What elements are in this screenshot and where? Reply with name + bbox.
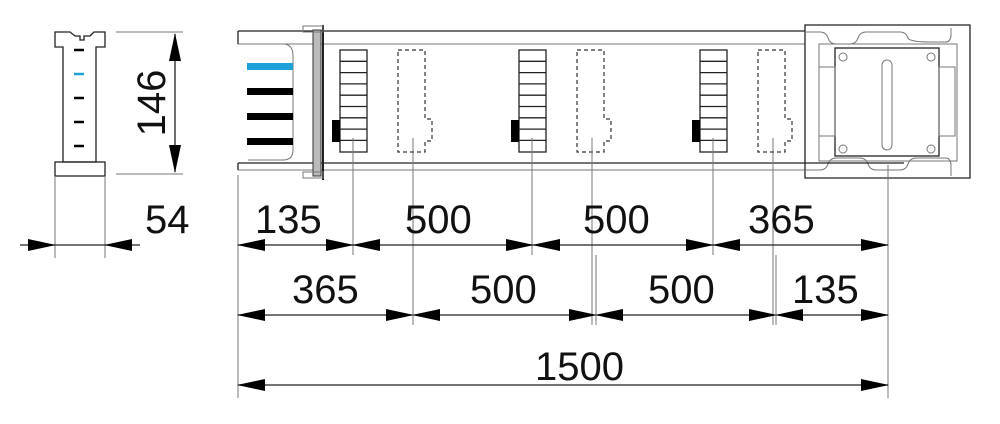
dim-row2-3: 500	[648, 268, 715, 312]
phase-bar	[247, 113, 293, 120]
dim-row2-2: 500	[470, 268, 537, 312]
outlet-position-dashed	[397, 49, 433, 153]
feed-box	[804, 24, 971, 179]
dim-row2-4: 135	[792, 268, 859, 312]
dim-row1-2: 500	[405, 198, 472, 242]
dim-row1-1: 135	[255, 198, 322, 242]
outlet-tab	[511, 120, 519, 142]
dim-row2-1: 365	[292, 268, 359, 312]
tap-off-outlet	[511, 49, 612, 325]
phase-bar	[247, 138, 293, 145]
cross-section-view: 146 54	[20, 31, 190, 258]
end-flange	[312, 29, 322, 177]
outlet-position-dashed	[757, 49, 793, 153]
dimension-lines: 135 500 500 365 365 500 500 135 1500	[237, 165, 889, 398]
width-dimension-label: 54	[145, 198, 190, 242]
height-dimension-label: 146	[130, 70, 174, 137]
outlet-position-dashed	[576, 49, 612, 153]
phase-bar-blue	[247, 63, 293, 70]
outlet-tab	[332, 120, 340, 142]
dim-row1-4: 365	[748, 198, 815, 242]
dim-row1-3: 500	[583, 198, 650, 242]
outlet-tab	[692, 120, 700, 142]
tap-off-outlet	[692, 49, 793, 325]
phase-bar	[247, 88, 293, 95]
dim-total: 1500	[535, 345, 624, 389]
